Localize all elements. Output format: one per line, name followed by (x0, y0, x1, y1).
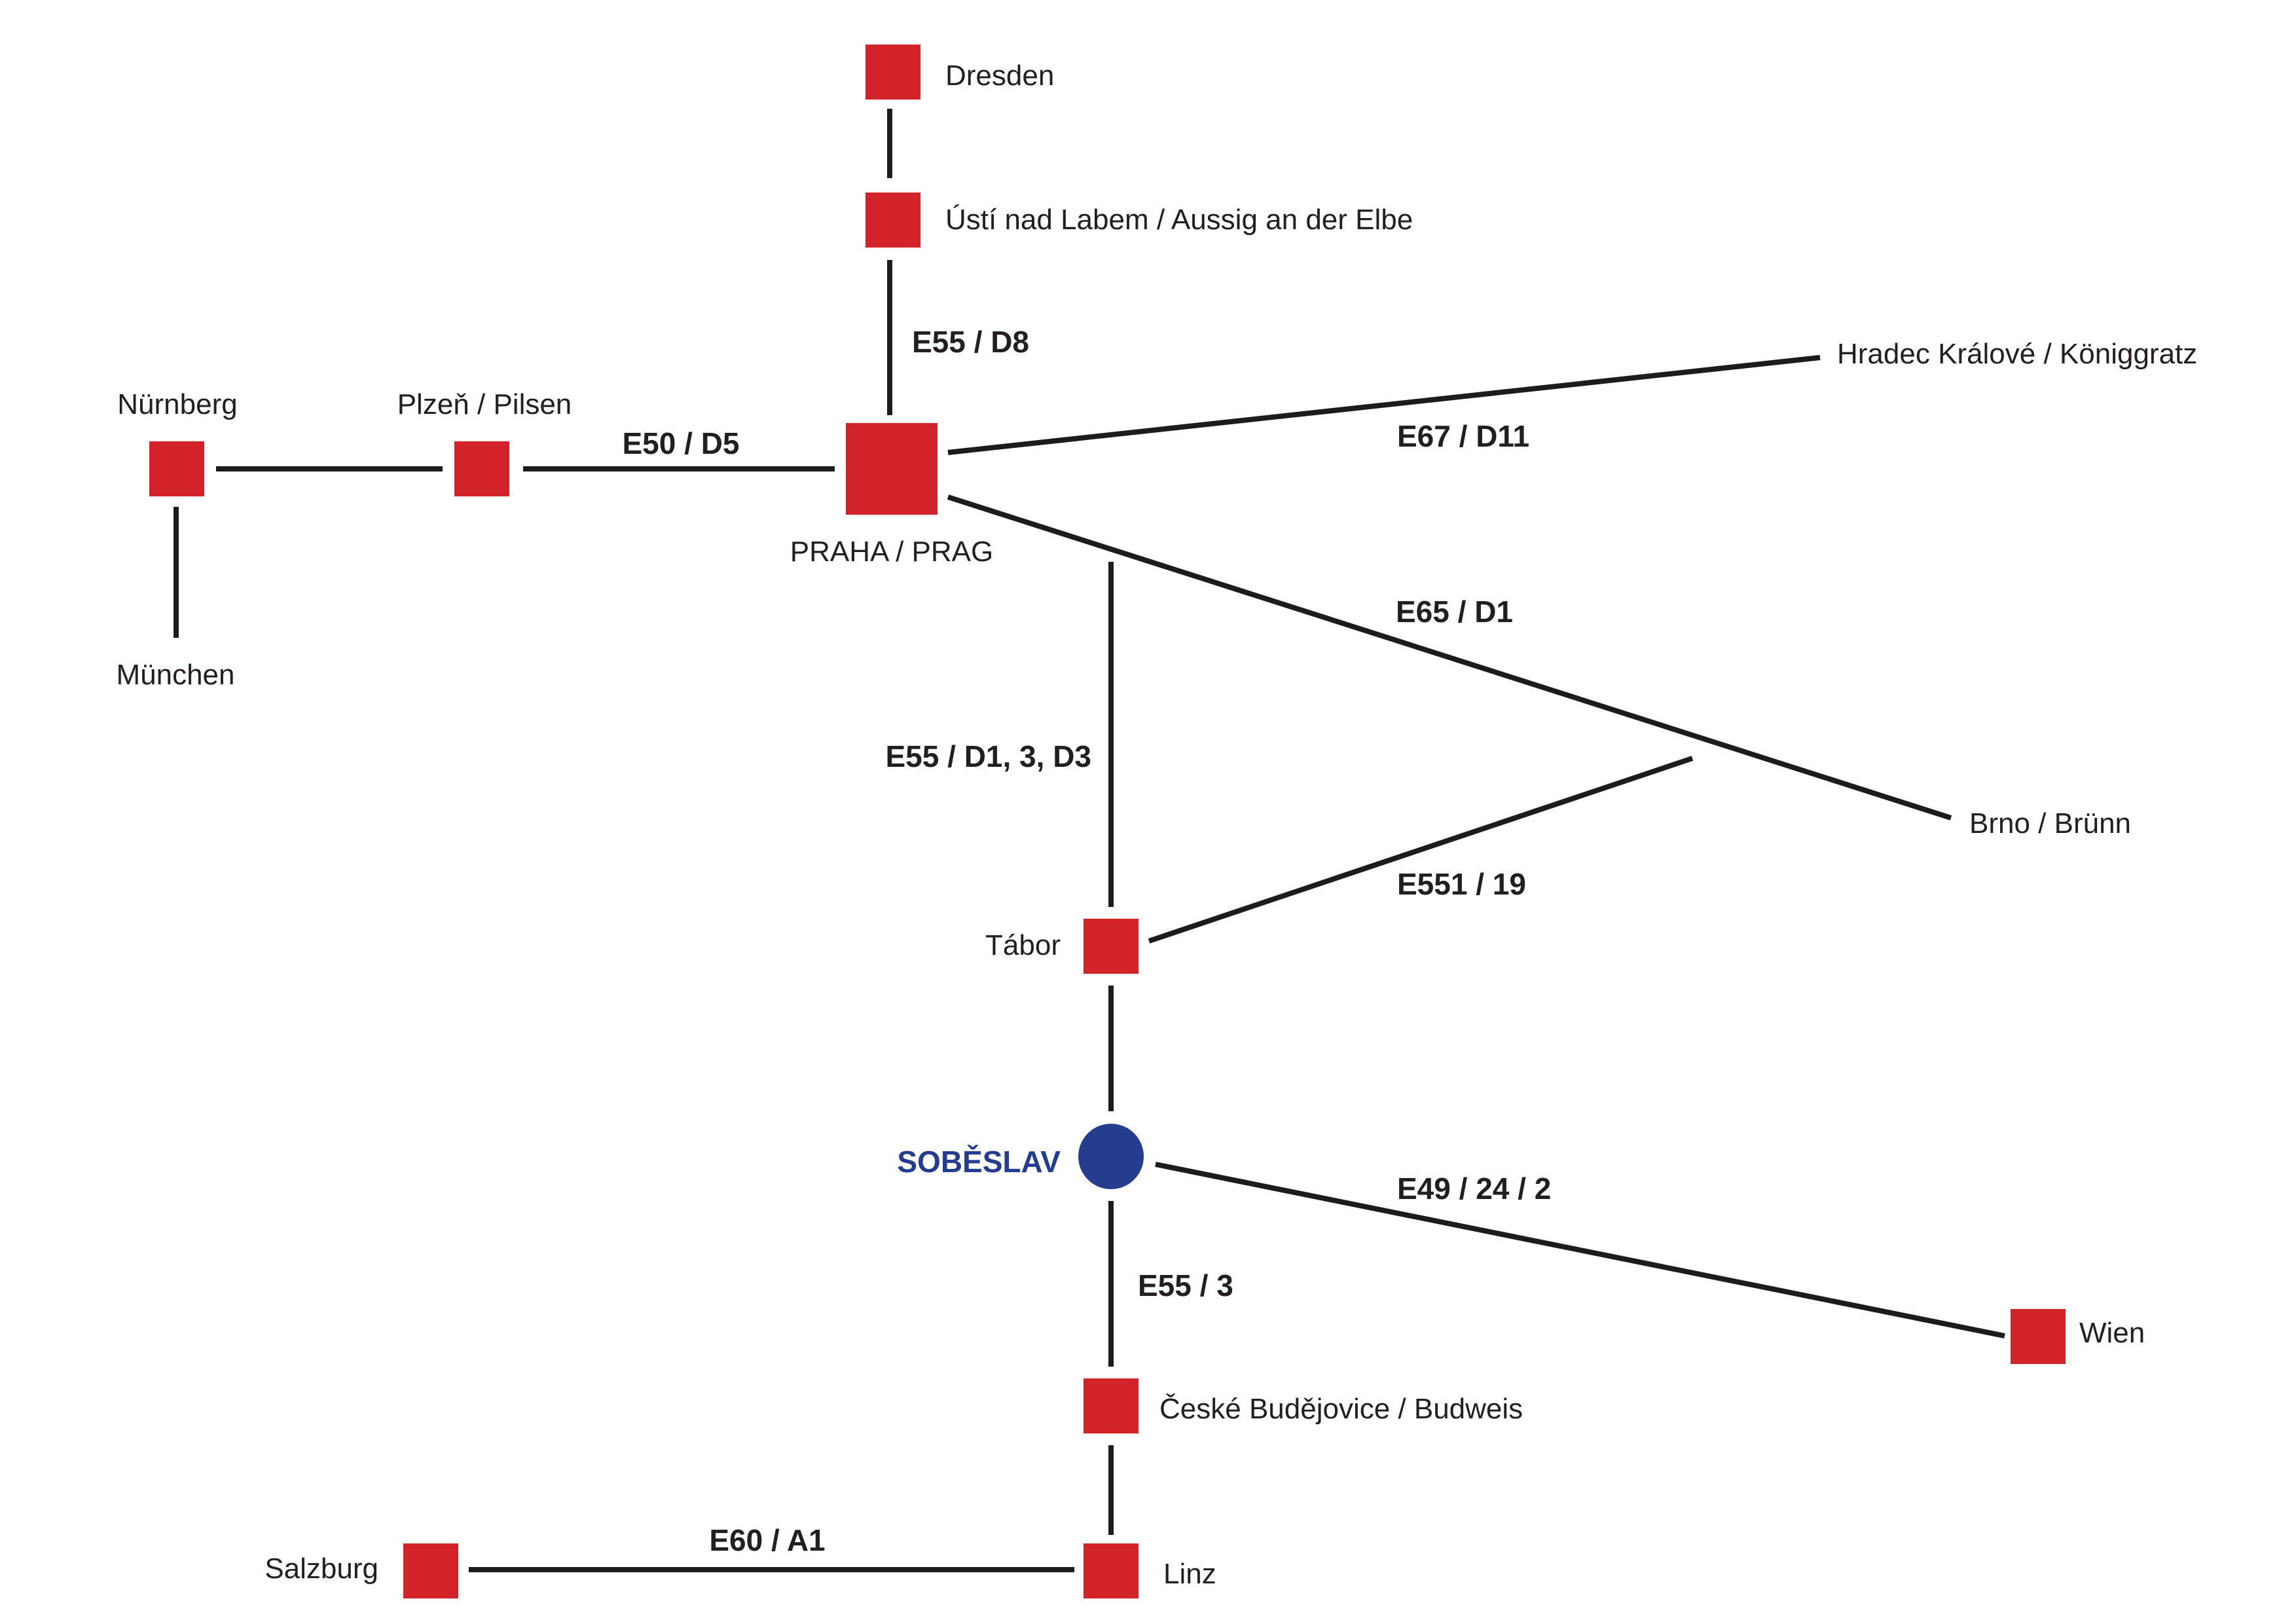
marker-linz (1084, 1543, 1139, 1598)
label-plzen: Plzeň / Pilsen (397, 388, 572, 420)
city-labels: Dresden Ústí nad Labem / Aussig an der E… (116, 60, 2197, 1590)
marker-budejovice (1084, 1378, 1139, 1433)
marker-tabor (1084, 919, 1139, 974)
road-label-e55-d8: E55 / D8 (912, 325, 1029, 359)
label-usti: Ústí nad Labem / Aussig an der Elbe (945, 204, 1413, 236)
road-label-e49-24-2: E49 / 24 / 2 (1397, 1172, 1551, 1206)
road-label-e551-19: E551 / 19 (1397, 867, 1526, 901)
road-praha-brno (947, 494, 1952, 821)
marker-nurnberg (149, 441, 204, 496)
road-praha-hradec (947, 355, 1821, 455)
label-dresden: Dresden (945, 60, 1054, 92)
label-praha: PRAHA / PRAG (790, 536, 994, 568)
label-tabor: Tábor (985, 929, 1061, 961)
marker-sobeslav (1078, 1124, 1144, 1189)
label-budejovice: České Budějovice / Budweis (1159, 1392, 1523, 1425)
road-lines (173, 109, 2005, 1572)
road-label-e67-d11: E67 / D11 (1397, 419, 1529, 453)
road-label-e55-d1-3-d3: E55 / D1, 3, D3 (886, 739, 1092, 773)
marker-plzen (454, 441, 509, 496)
marker-salzburg (403, 1543, 458, 1598)
label-munchen: München (116, 659, 234, 691)
label-hradec: Hradec Králové / Königgratz (1837, 338, 2197, 370)
road-labels: E55 / D8 E50 / D5 E67 / D11 E65 / D1 E55… (623, 325, 1552, 1557)
label-linz: Linz (1163, 1558, 1216, 1590)
label-brno: Brno / Brünn (1969, 807, 2131, 840)
city-markers (149, 45, 2066, 1598)
marker-praha (846, 423, 938, 515)
road-label-e55-3: E55 / 3 (1138, 1268, 1233, 1302)
road-label-e65-d1: E65 / D1 (1396, 595, 1513, 629)
label-sobeslav: SOBĚSLAV (897, 1145, 1061, 1179)
label-wien: Wien (2079, 1317, 2145, 1349)
road-tabor-e65 (1148, 756, 1694, 944)
road-sobeslav-wien (1155, 1162, 2005, 1338)
road-label-e50-d5: E50 / D5 (623, 426, 740, 460)
road-label-e60-a1: E60 / A1 (709, 1523, 825, 1557)
marker-usti (866, 193, 920, 248)
label-nurnberg: Nürnberg (117, 388, 237, 420)
marker-dresden (866, 45, 920, 100)
marker-wien (2011, 1309, 2066, 1364)
label-salzburg: Salzburg (264, 1553, 378, 1585)
